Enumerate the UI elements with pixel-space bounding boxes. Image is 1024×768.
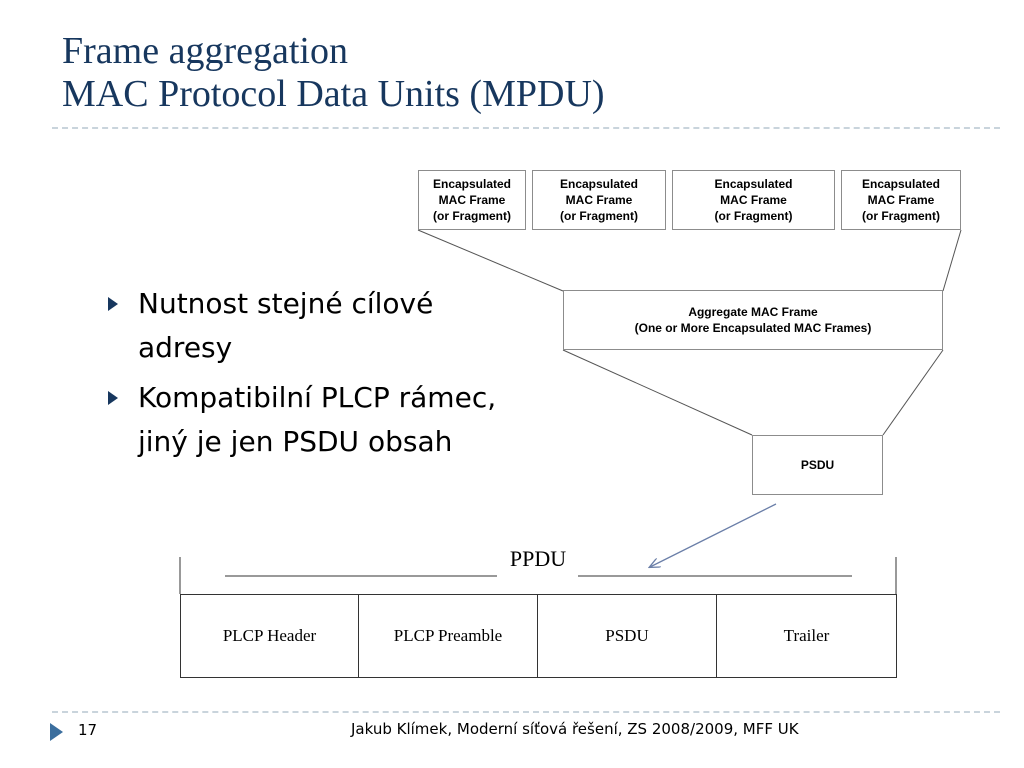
funnel-line-right-upper bbox=[942, 229, 962, 292]
aggregate-mac-frame-box: Aggregate MAC Frame (One or More Encapsu… bbox=[563, 290, 943, 350]
funnel-line-right-lower bbox=[882, 349, 944, 436]
encapsulated-mac-frame-box: Encapsulated MAC Frame (or Fragment) bbox=[532, 170, 666, 230]
ppdu-field-plcp-header: PLCP Header bbox=[180, 594, 359, 678]
bullet-text: Kompatibilní PLCP rámec, jiný je jen PSD… bbox=[138, 381, 497, 458]
psdu-to-ppdu-arrow bbox=[650, 503, 777, 567]
encapsulated-mac-frame-box: Encapsulated MAC Frame (or Fragment) bbox=[418, 170, 526, 230]
ppdu-label: PPDU bbox=[509, 546, 567, 571]
ppdu-field-plcp-preamble: PLCP Preamble bbox=[358, 594, 538, 678]
page-number: 17 bbox=[78, 721, 98, 739]
slide-title-line-2: MAC Protocol Data Units (MPDU) bbox=[62, 73, 605, 115]
encapsulated-mac-frame-box: Encapsulated MAC Frame (or Fragment) bbox=[841, 170, 961, 230]
triangle-footer-icon bbox=[50, 723, 63, 741]
triangle-bullet-icon bbox=[108, 391, 118, 405]
funnel-line-left-lower bbox=[562, 349, 753, 436]
bullet-item: Kompatibilní PLCP rámec, jiný je jen PSD… bbox=[108, 376, 508, 464]
triangle-bullet-icon bbox=[108, 297, 118, 311]
psdu-box: PSDU bbox=[752, 435, 883, 495]
slide-title: Frame aggregation MAC Protocol Data Unit… bbox=[62, 30, 605, 116]
ppdu-field-psdu: PSDU bbox=[537, 594, 717, 678]
bullet-item: Nutnost stejné cílové adresy bbox=[108, 282, 508, 370]
funnel-line-left-upper bbox=[417, 229, 564, 292]
ppdu-field-trailer: Trailer bbox=[716, 594, 897, 678]
top-divider bbox=[52, 127, 1000, 129]
bullet-list: Nutnost stejné cílové adresy Kompatibiln… bbox=[108, 282, 508, 470]
slide-title-line-1: Frame aggregation bbox=[62, 30, 348, 72]
footer-divider bbox=[52, 711, 1000, 713]
encapsulated-mac-frame-box: Encapsulated MAC Frame (or Fragment) bbox=[672, 170, 835, 230]
bullet-text: Nutnost stejné cílové adresy bbox=[138, 287, 434, 364]
footer-text: Jakub Klímek, Moderní síťová řešení, ZS … bbox=[351, 720, 799, 738]
